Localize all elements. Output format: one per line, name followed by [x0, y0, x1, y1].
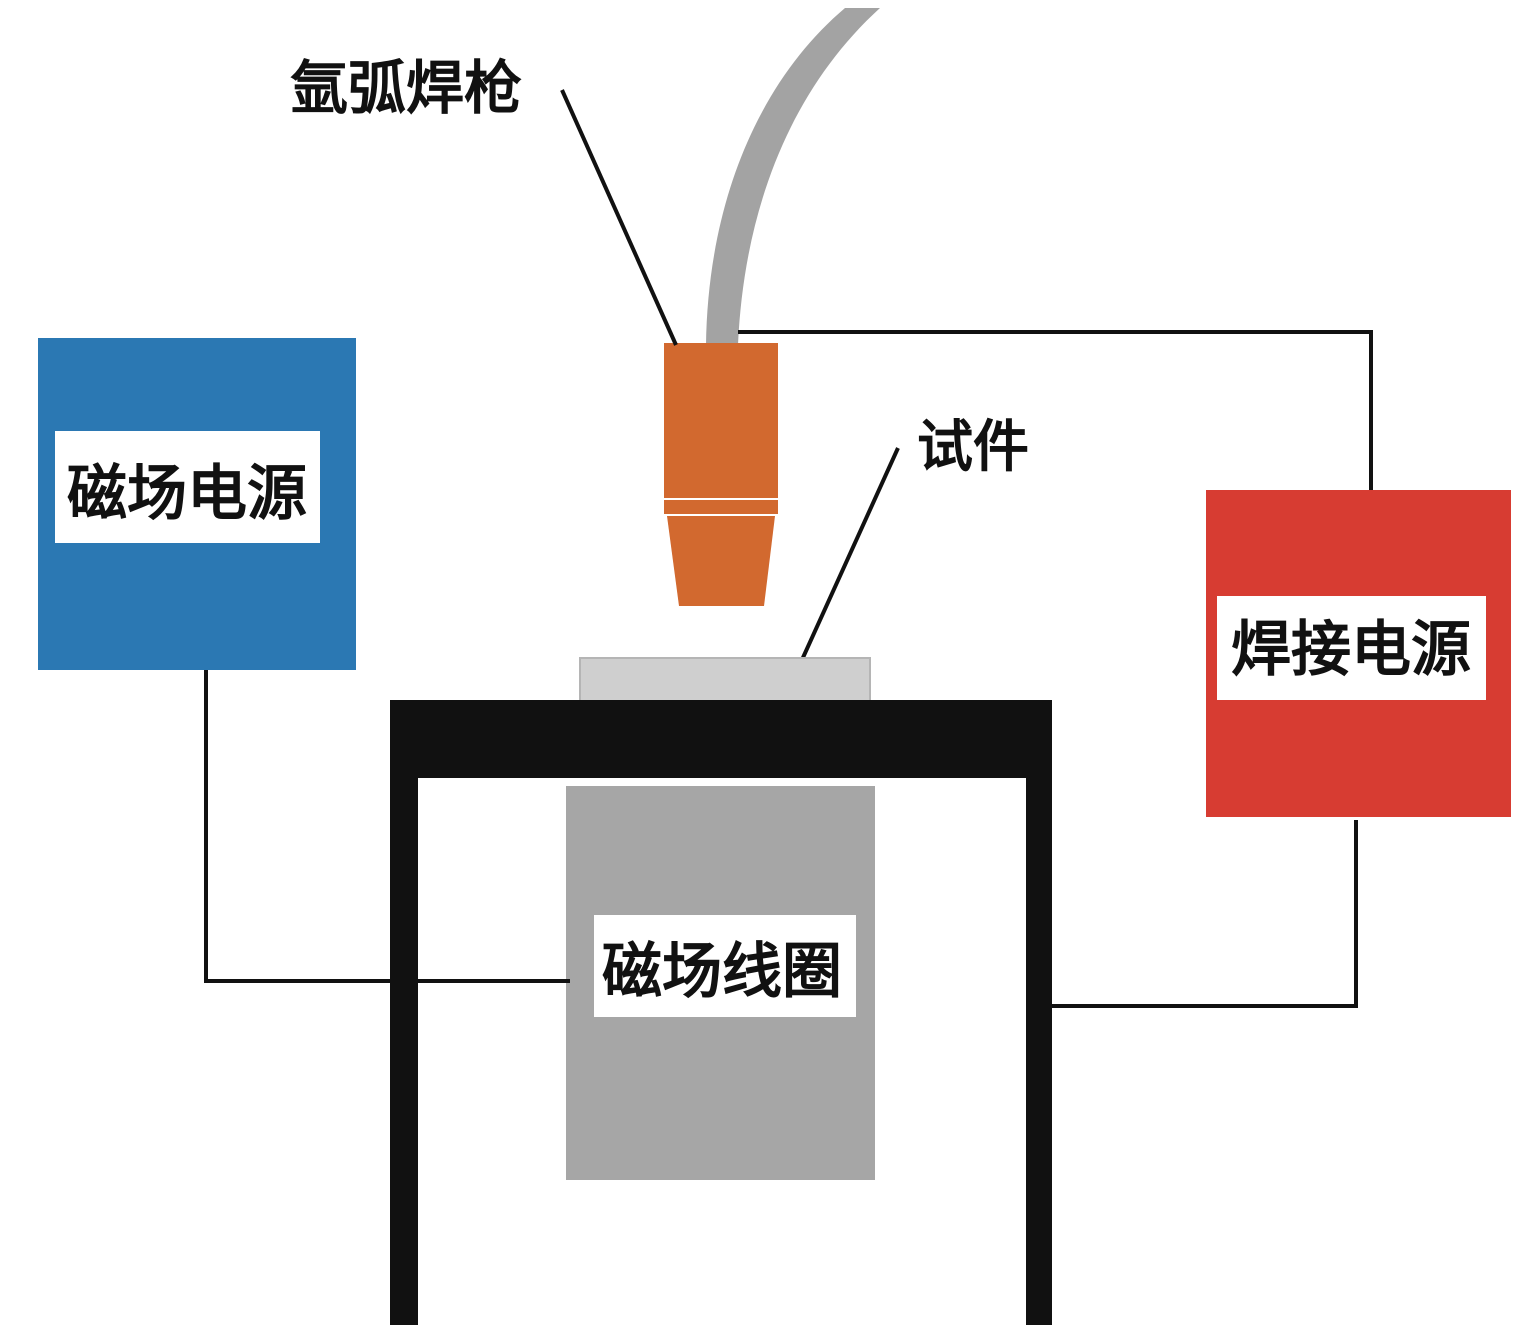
- specimen-plate: [579, 657, 871, 703]
- torch-nozzle-body: [664, 343, 778, 498]
- torch-nozzle: [664, 343, 778, 606]
- torch-leader-line: [560, 89, 678, 346]
- frame-right-leg: [1026, 700, 1052, 1325]
- torch-nozzle-tip: [667, 516, 775, 606]
- frame-left-leg: [390, 700, 418, 1325]
- magnetic-power-label-bg: [55, 431, 320, 543]
- torch-hose: [706, 8, 880, 345]
- torch-nozzle-band: [664, 500, 778, 514]
- wire-torch-to-welding-power: [738, 330, 1373, 492]
- torch-label: 氩弧焊枪: [290, 54, 522, 122]
- welding-power-label-bg: [1217, 596, 1486, 700]
- specimen-leader-line: [799, 447, 900, 663]
- magnetic-power-label: 磁场电源: [67, 459, 307, 529]
- wire-magnetic-power-to-coil: [204, 668, 570, 983]
- wire-welding-power-to-frame: [1052, 820, 1358, 1008]
- coil-label-bg: [594, 915, 856, 1017]
- welding-power-label: 焊接电源: [1231, 615, 1471, 685]
- support-frame: [390, 700, 1052, 1325]
- coil-label: 磁场线圈: [602, 937, 842, 1007]
- frame-top: [390, 700, 1052, 778]
- specimen-label: 试件: [917, 415, 1029, 480]
